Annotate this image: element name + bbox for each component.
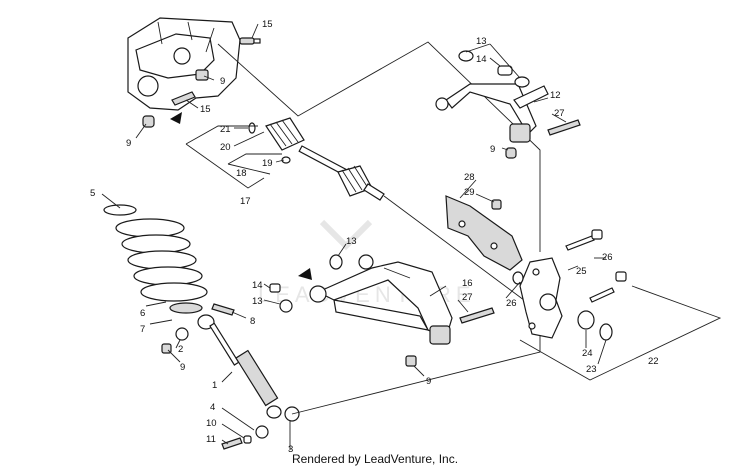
bushing-26-c [512,271,524,285]
cv-axle [265,117,385,201]
spring-seat-5 [103,204,137,216]
bearing-24 [577,310,595,330]
a-arm-guard-28 [445,195,523,271]
washer-10 [243,435,252,444]
upper-a-arm-12 [435,83,549,143]
bolt-15-lower [171,91,196,106]
steering-knuckle [519,257,563,339]
callout-13-upper: 13 [476,36,487,47]
coil-spring-6 [115,218,208,302]
callout-7: 7 [140,324,145,335]
callout-26-top: 26 [602,252,613,263]
nut-9-lower [405,355,417,367]
sleeve-14-upper [497,65,513,76]
direction-arrow-2 [298,268,312,280]
bushing-2 [175,327,189,341]
group-bracket-22 [519,285,722,381]
callout-18: 18 [236,168,247,179]
callout-23: 23 [586,364,597,375]
callout-4: 4 [210,402,215,413]
callout-6: 6 [140,308,145,319]
group-outline-lower [383,195,533,307]
bushing-13-lower-a [329,254,343,270]
render-credit: Rendered by LeadVenture, Inc. [291,452,459,466]
spring-retainer-7 [169,302,203,314]
bolt-27-upper [547,119,581,136]
callout-labels: 15 9 15 9 21 20 19 18 17 13 14 12 27 9 2… [90,19,659,455]
group-bracket-18 [227,153,282,175]
callout-9-left: 9 [126,138,131,149]
callout-11: 11 [206,434,216,445]
shock-absorber-1 [197,314,282,419]
callout-13-lower-b: 13 [252,296,263,307]
bushing-3-a [255,425,269,439]
callout-16: 16 [462,278,473,289]
bolt-8 [211,303,235,316]
callout-21: 21 [220,124,231,135]
bolt-15-top [239,37,261,45]
callout-28: 28 [464,172,475,183]
callout-9-engine: 9 [220,76,225,87]
callout-10: 10 [206,418,217,429]
callout-14-upper: 14 [476,54,487,65]
direction-arrow-1 [170,112,182,124]
callout-24: 24 [582,348,593,359]
pin-25-a [565,235,595,251]
callout-9-shock: 9 [180,362,185,373]
group-outline-upper [217,41,541,252]
callout-19: 19 [262,158,273,169]
group-bracket-17 [185,125,265,189]
callout-9-upper: 9 [490,144,495,155]
clip-19 [281,156,291,164]
bushing-13-upper [458,50,530,88]
lower-a-arm-16 [309,254,453,345]
engine-frame-assembly [127,17,241,111]
cap-26-a [591,229,603,240]
callout-leaders [101,23,607,450]
bolt-27-lower [459,307,495,324]
snap-ring-23 [599,323,613,341]
callout-13-lower-a: 13 [346,236,357,247]
callout-17: 17 [240,196,251,207]
callout-9-lower: 9 [426,376,431,387]
callout-15-top: 15 [262,19,273,30]
callout-14-lower: 14 [252,280,263,291]
callout-27-lower: 27 [462,292,473,303]
callout-3: 3 [288,444,293,455]
snap-ring-21 [248,122,256,134]
callout-26-mid: 26 [506,298,517,309]
pin-25-b [589,287,615,303]
callout-1: 1 [212,380,217,391]
fastener-29 [491,199,502,210]
callout-15-lower: 15 [200,104,211,115]
callout-2: 2 [178,344,183,355]
bolt-11 [221,437,243,450]
callout-20: 20 [220,142,231,153]
callout-12: 12 [550,90,561,101]
callout-5: 5 [90,188,95,199]
sleeve-14-lower [269,283,281,293]
callout-8: 8 [250,316,255,327]
callout-27-upper: 27 [554,108,565,119]
callout-22: 22 [648,356,659,367]
nut-9-upper [505,147,517,159]
cap-26-b [615,271,627,282]
callout-29: 29 [464,187,475,198]
callout-25: 25 [576,266,587,277]
bushing-13-lower-b [279,299,293,313]
